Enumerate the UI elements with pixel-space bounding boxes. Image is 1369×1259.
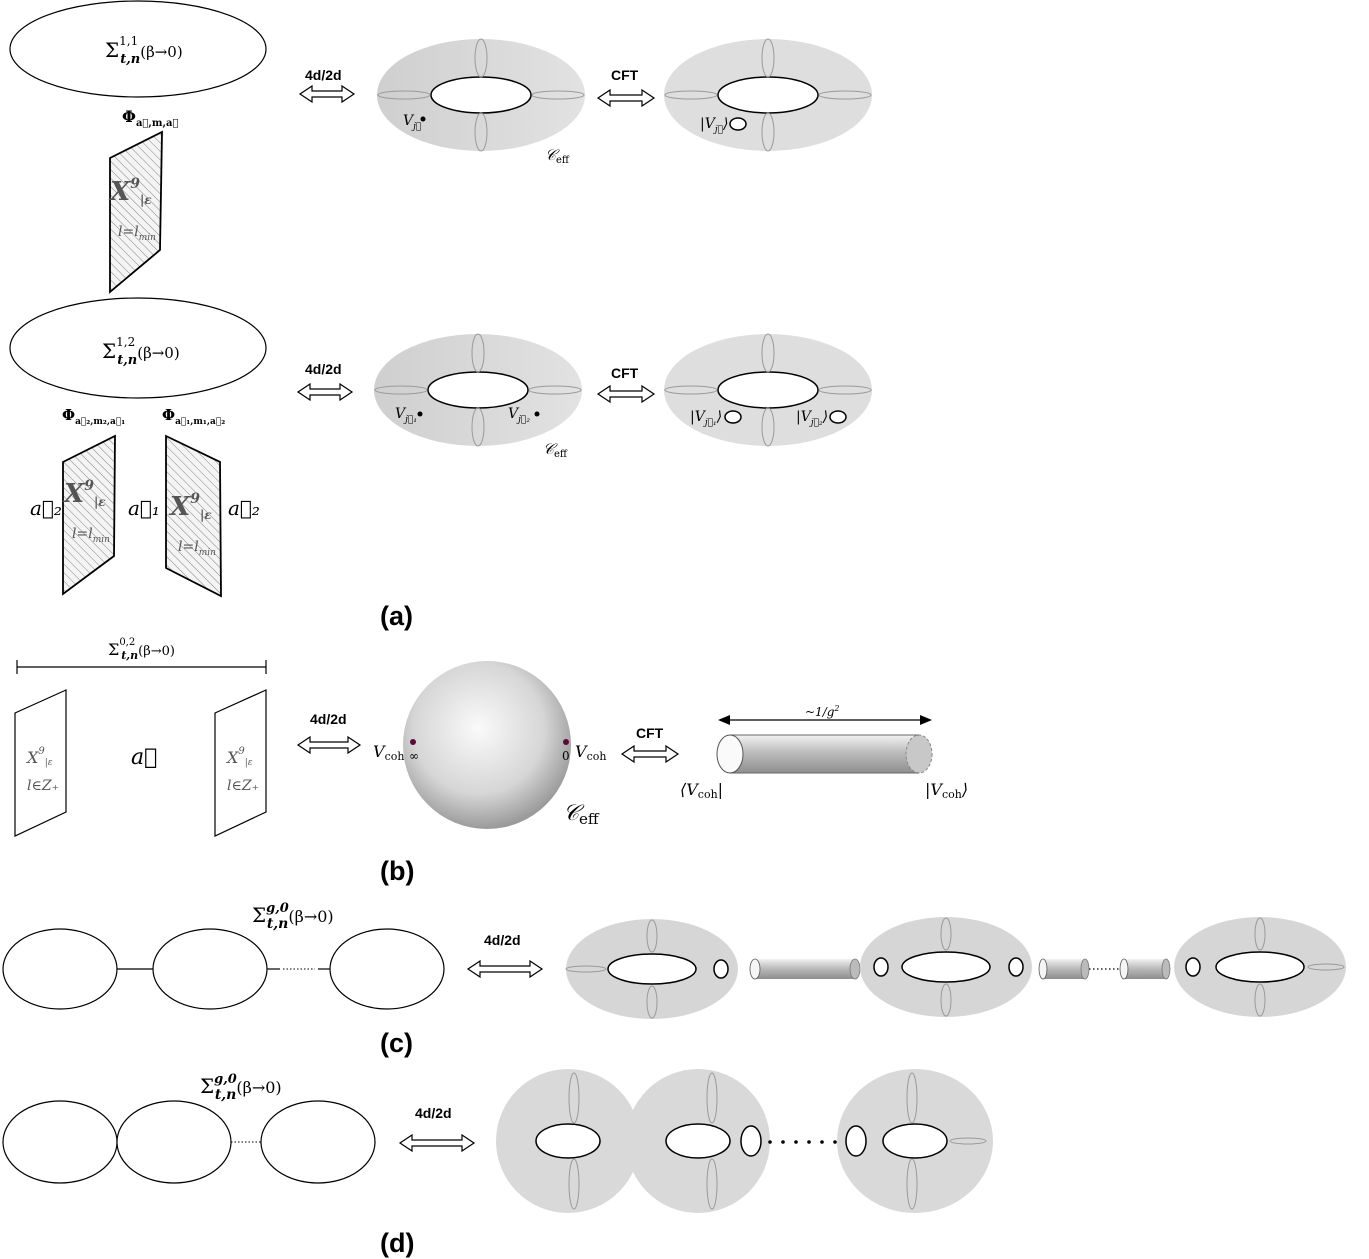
sheet-x-label: X9|ε bbox=[62, 478, 106, 509]
torus-3 bbox=[1174, 917, 1346, 1017]
arrow-4d2d-label: 4d/2d bbox=[305, 67, 342, 83]
arrow-4d2d-label: 4d/2d bbox=[484, 932, 521, 948]
bra-label: ⟨Vcoh| bbox=[680, 780, 723, 801]
panel-label-c: (c) bbox=[380, 1028, 413, 1058]
arrow-4d2d-label: 4d/2d bbox=[305, 361, 342, 377]
torus-end bbox=[837, 1069, 993, 1213]
sheet-l-label: l=lmin bbox=[118, 224, 156, 243]
sheet-x-label: X9|ε bbox=[108, 176, 152, 207]
phi-left-label: Φa⃗₂,m₂,a⃗₁ bbox=[62, 406, 125, 427]
length-label: ~1/g2 bbox=[805, 704, 840, 719]
arrowhead-left bbox=[718, 715, 730, 725]
phi-label: Φa⃗,m,a⃗ bbox=[122, 107, 178, 129]
vertex-v-j2: Vj⃗₂ bbox=[508, 406, 530, 425]
ceff-label: 𝒞eff bbox=[545, 146, 570, 166]
sheet-x-label: X9|ε bbox=[168, 491, 212, 522]
double-arrow bbox=[296, 382, 354, 402]
torus-ceff bbox=[374, 333, 582, 447]
double-arrow bbox=[296, 735, 362, 755]
cylinder bbox=[716, 734, 933, 774]
sheet-right bbox=[214, 689, 267, 837]
genus-ellipse bbox=[329, 928, 445, 1010]
a2-right-label: a⃗₂ bbox=[228, 496, 260, 520]
genus-ellipse bbox=[116, 1100, 232, 1184]
tube-1 bbox=[749, 958, 861, 980]
sigma-ellipse bbox=[9, 0, 267, 98]
ket-label: |Vcoh⟩ bbox=[925, 780, 968, 801]
infinity-symbol: ∞ bbox=[409, 749, 419, 763]
genus-ellipse bbox=[152, 928, 268, 1010]
double-arrow bbox=[620, 744, 680, 764]
a1-label: a⃗₁ bbox=[128, 496, 160, 520]
genus-ellipse bbox=[2, 928, 118, 1010]
ceff-label: 𝒞eff bbox=[563, 801, 600, 828]
dots bbox=[768, 1140, 837, 1144]
hatched-sheet-right bbox=[165, 434, 222, 598]
arrowhead-right bbox=[920, 715, 932, 725]
vcoh-left-label: Vcoh bbox=[373, 742, 404, 763]
hatched-sheet-left bbox=[62, 434, 116, 596]
state-v-j2: |Vj⃗₂⟩ bbox=[796, 409, 828, 428]
arrow-cft-label: CFT bbox=[611, 67, 639, 83]
state-v-j1: |Vj⃗₁⟩ bbox=[690, 409, 722, 428]
double-arrow bbox=[298, 84, 356, 104]
double-arrow bbox=[596, 384, 656, 404]
double-arrow bbox=[466, 959, 544, 979]
double-torus bbox=[496, 1069, 770, 1213]
arrow-4d2d-label: 4d/2d bbox=[310, 711, 347, 727]
sheet-left bbox=[14, 689, 67, 837]
double-arrow bbox=[398, 1133, 476, 1153]
panel-label-b: (b) bbox=[380, 856, 414, 886]
zero-symbol: 0 bbox=[562, 749, 570, 763]
sheet-l-label: l∈Z₊ bbox=[227, 778, 259, 794]
puncture-infinity bbox=[410, 739, 416, 745]
sigma-ellipse bbox=[9, 297, 267, 399]
a-vector-label: a⃗ bbox=[131, 745, 157, 770]
a2-left-label: a⃗₂ bbox=[30, 496, 62, 520]
genus-ellipse bbox=[260, 1100, 376, 1184]
sheet-l-label: l∈Z₊ bbox=[27, 778, 59, 794]
vertex-v-j1: Vj⃗₁ bbox=[395, 406, 417, 425]
sphere-ceff bbox=[403, 661, 571, 829]
arrow-cft-label: CFT bbox=[611, 365, 639, 381]
sheet-l-label: l=lmin bbox=[72, 526, 110, 545]
torus-2 bbox=[860, 917, 1032, 1017]
phi-right-label: Φa⃗₁,m₁,a⃗₂ bbox=[162, 406, 225, 427]
torus-cft bbox=[664, 333, 872, 447]
panel-label-a: (a) bbox=[380, 601, 413, 631]
vertex-v-j: Vj⃗ bbox=[403, 113, 421, 132]
torus-cft bbox=[664, 38, 872, 152]
tube-2 bbox=[1038, 958, 1090, 980]
arrow-4d2d-label: 4d/2d bbox=[415, 1105, 452, 1121]
sheet-x-label: X9|ε bbox=[25, 746, 53, 768]
state-v-j: |Vj⃗⟩ bbox=[700, 116, 729, 135]
hatched-sheet bbox=[109, 130, 163, 294]
panel-label-d: (d) bbox=[380, 1228, 414, 1258]
arrow-cft-label: CFT bbox=[636, 725, 664, 741]
sheet-x-label: X9|ε bbox=[225, 746, 253, 768]
torus-ceff bbox=[377, 38, 585, 152]
ceff-label: 𝒞eff bbox=[543, 440, 568, 460]
vcoh-right-label: Vcoh bbox=[575, 742, 606, 763]
tube-3 bbox=[1119, 958, 1171, 980]
sheet-l-label: l=lmin bbox=[178, 539, 216, 558]
genus-ellipse bbox=[2, 1100, 118, 1184]
double-arrow bbox=[596, 88, 656, 108]
puncture-zero bbox=[563, 739, 569, 745]
torus-1 bbox=[565, 919, 738, 1019]
